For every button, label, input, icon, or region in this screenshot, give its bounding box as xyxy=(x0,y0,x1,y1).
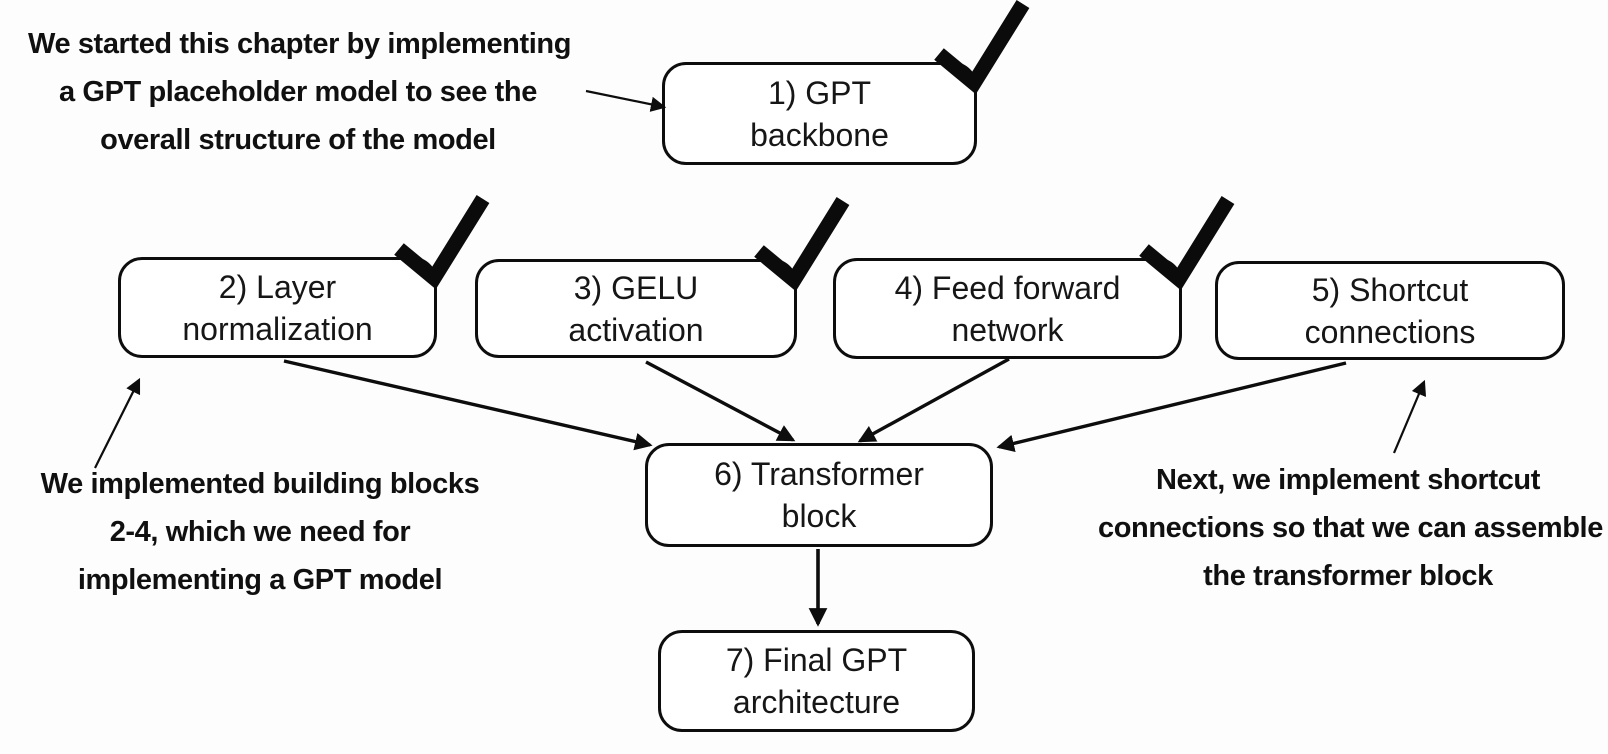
node-label-line: 2) Layer xyxy=(218,268,337,305)
node-label-line: architecture xyxy=(732,684,901,720)
annotation-building-blocks: We implemented building blocks 2-4, whic… xyxy=(30,460,490,604)
node-shortcut-connections: 5) Shortcut connections xyxy=(1215,261,1565,360)
node-label-line: 4) Feed forward xyxy=(894,269,1121,306)
node-label-line: backbone xyxy=(750,116,889,153)
node-layer-normalization: 2) Layer normalization xyxy=(118,257,437,358)
annotation-line: a GPT placeholder model to see the xyxy=(59,76,537,108)
annotation-line: We started this chapter by implementing xyxy=(28,28,572,60)
edge-feedforward-to-transformer xyxy=(857,357,1010,443)
node-transformer-block: 6) Transformer block xyxy=(645,443,993,547)
annotation-line: We implemented building blocks xyxy=(40,468,480,500)
node-label-line: block xyxy=(781,498,857,534)
annotation-arrow-shortcut xyxy=(1392,379,1426,454)
annotation-chapter-start: We started this chapter by implementing … xyxy=(28,20,572,164)
node-gpt-backbone: 1) GPT backbone xyxy=(662,62,977,165)
node-label-line: 1) GPT xyxy=(767,74,872,111)
annotation-next-shortcut: Next, we implement shortcut connections … xyxy=(1098,456,1603,600)
annotation-line: the transformer block xyxy=(1203,560,1493,592)
node-label-line: activation xyxy=(568,311,704,348)
annotation-line: overall structure of the model xyxy=(100,124,496,156)
edge-gelu-to-transformer xyxy=(645,360,796,442)
node-label-line: 6) Transformer xyxy=(714,456,924,492)
annotation-arrow-building-blocks xyxy=(94,377,141,469)
edge-layer-norm-to-transformer xyxy=(283,359,653,451)
edge-shortcut-to-transformer xyxy=(996,361,1347,453)
annotation-arrow-gpt-backbone xyxy=(585,89,667,112)
node-feed-forward-network: 4) Feed forward network xyxy=(833,258,1182,359)
annotation-line: 2-4, which we need for xyxy=(109,516,411,548)
node-label-line: 7) Final GPT xyxy=(725,642,908,678)
annotation-line: Next, we implement shortcut xyxy=(1156,464,1540,496)
annotation-line: connections so that we can assemble xyxy=(1098,512,1603,544)
node-label-line: 3) GELU xyxy=(573,269,699,306)
node-label-line: connections xyxy=(1304,313,1476,350)
node-gelu-activation: 3) GELU activation xyxy=(475,259,797,358)
annotation-line: implementing a GPT model xyxy=(77,564,443,596)
node-label-line: 5) Shortcut xyxy=(1311,271,1469,308)
node-label-line: normalization xyxy=(182,310,373,347)
node-label-line: network xyxy=(951,311,1064,348)
node-final-gpt-architecture: 7) Final GPT architecture xyxy=(658,630,975,732)
